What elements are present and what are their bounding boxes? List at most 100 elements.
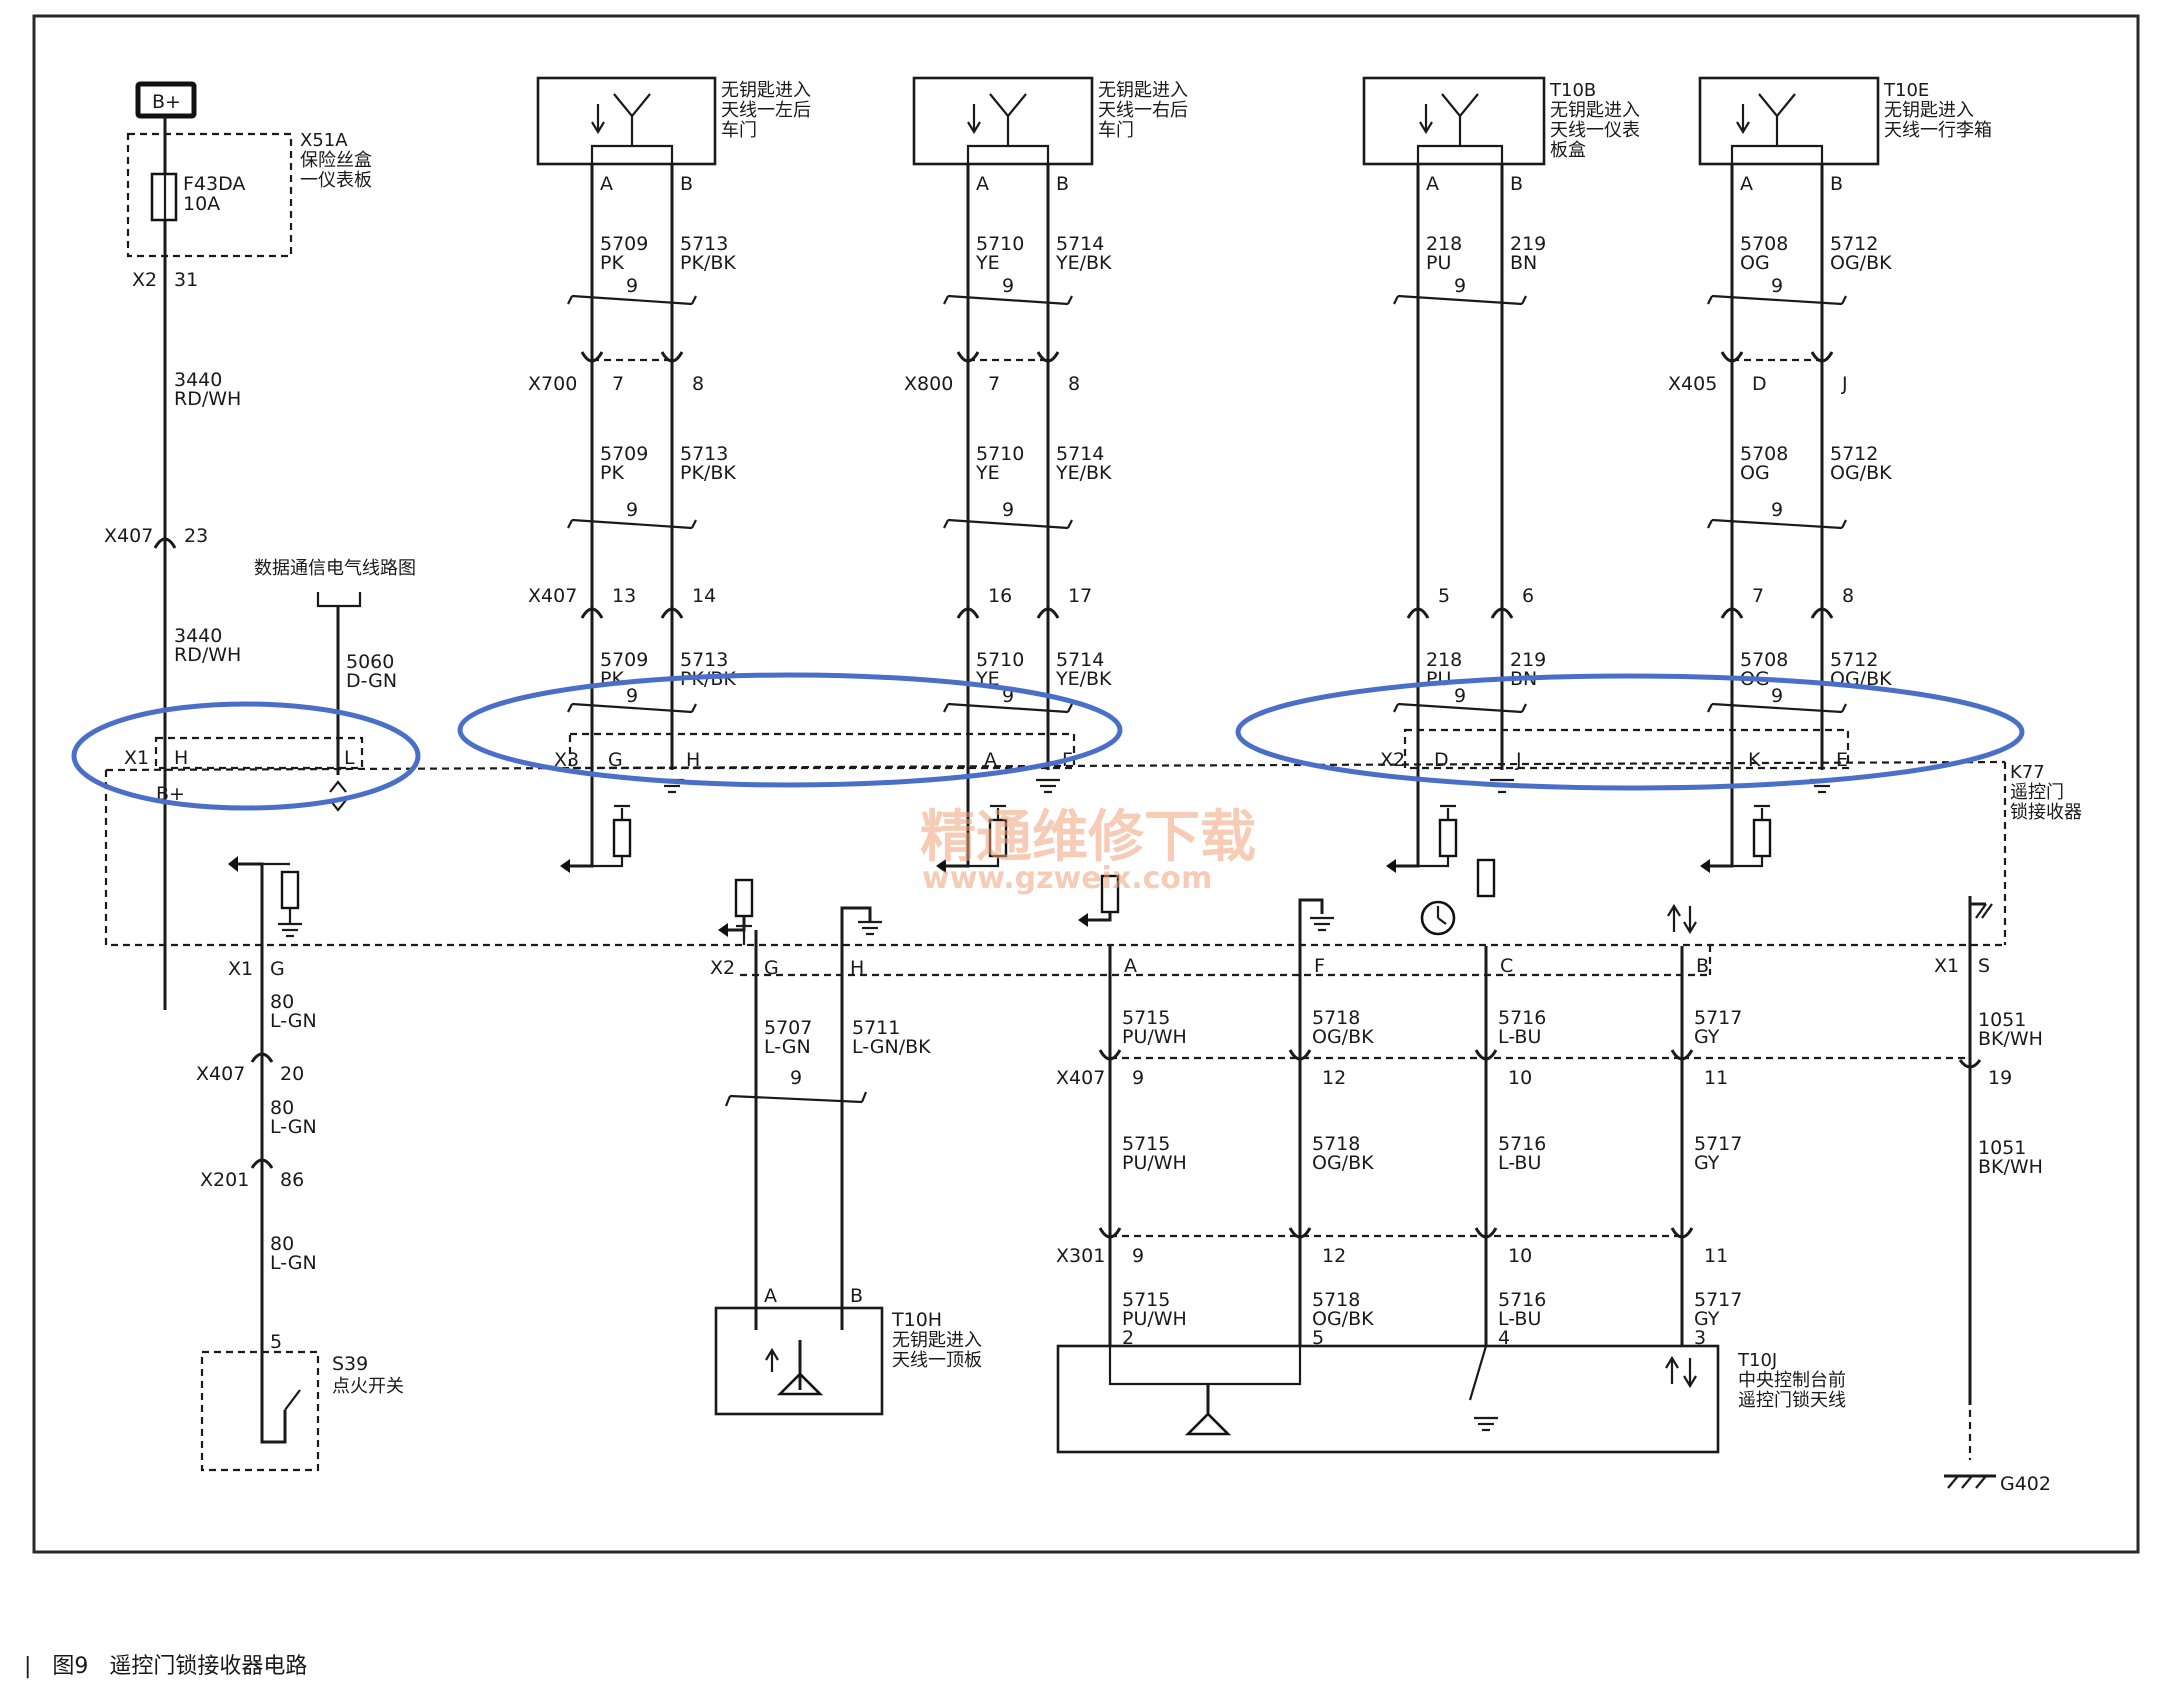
ign-w2-color: L-GN [270,1116,317,1138]
roof-name-3: 天线一顶板 [892,1350,982,1371]
wire-num: 5708 [1740,649,1788,671]
resistor [612,818,632,858]
connector-pin: 5 [1312,1327,1324,1349]
connector-mark [580,607,604,619]
connector-pin: 9 [1132,1067,1144,1089]
antenna-box [1698,76,1880,166]
power-x1-l: L [344,747,355,769]
antenna-name: 车门 [721,120,757,141]
twist-count: 9 [1771,685,1783,707]
twisted-pair-mark [947,518,1069,530]
antenna-name: 无钥匙进入 [1098,80,1188,101]
connector-mark [1036,607,1060,619]
wire-color: YE [975,462,1000,484]
connector-name: X405 [1668,373,1717,395]
connector-pin: J [1515,749,1522,771]
resistor [988,818,1008,858]
fuse-label: F43DA [183,173,245,195]
antenna-icon [613,93,651,146]
front-name: 中央控制台前 [1738,1370,1846,1391]
receiver-label-3: 锁接收器 [2010,802,2082,823]
clock-icon [1420,900,1456,936]
twisted-pair-mark [571,518,693,530]
ign-x1-pin: G [270,958,285,980]
connector-mark [1670,1227,1694,1239]
wire-color: YE/BK [1055,462,1112,484]
wire-num: 218 [1426,233,1462,255]
front-antenna-box [1056,1344,1720,1454]
watermark-url: www.gzweix.com [922,861,1212,896]
connector-pin: 8 [1068,373,1080,395]
power-x2: X2 [132,269,157,291]
front-pin: B [1696,955,1709,977]
twist-count: 9 [1002,275,1014,297]
wire-color: OG/BK [1312,1308,1374,1330]
wire-color: L-BU [1498,1152,1541,1174]
connector-pin: A [984,749,997,771]
twisted-pair-end [943,295,1073,305]
connector-pin: G [608,749,623,771]
wire-num: 5710 [976,233,1024,255]
wire-num: 5718 [1312,1289,1360,1311]
roof-wa-num: 5707 [764,1017,812,1039]
power-circuit: B+ X51A 保险丝盒 一仪表板 F43DA 10A X2 31 3440 R… [104,81,416,1010]
arrow-icon [1078,913,1088,927]
antenna-name: 无钥匙进入 [1550,100,1640,121]
wire-num: 5716 [1498,1133,1546,1155]
antenna-box [1362,76,1546,166]
ign-switch-pin: 5 [270,1331,282,1353]
receiver-outline [104,770,2002,947]
front-antenna-circuit: A5715PU/WH95715PU/WH95715PU/WH2F5718OG/B… [1056,858,1970,1454]
ign-w1-num: 80 [270,991,294,1013]
wire-num: 5718 [1312,1133,1360,1155]
wire-num: 5714 [1056,233,1104,255]
antenna-pin-b: B [1830,173,1843,195]
antenna-name: 天线一左后 [721,100,811,121]
connector-pin: 12 [1322,1245,1346,1267]
wire-num: 5717 [1694,1133,1742,1155]
antenna-pin-b: B [680,173,693,195]
wire-color: GY [1694,1026,1720,1048]
ign-w1-color: L-GN [270,1010,317,1032]
wire-color: GY [1694,1152,1720,1174]
diagram-frame [32,14,2140,1554]
antenna-coil [590,144,674,164]
wire-num: 5715 [1122,1007,1170,1029]
connector-mark [1720,607,1744,619]
battery-label: B+ [152,91,181,113]
wire-num: 5712 [1830,233,1878,255]
ign-switch-desc: 点火开关 [332,1376,404,1397]
power-x1: X1 [124,747,149,769]
antenna-coil [1416,144,1504,164]
wire-num: 218 [1426,649,1462,671]
twist-count: 9 [626,499,638,521]
ignition-circuit: X1 G 80 L-GN X407 20 80 L-GN X201 86 80 … [196,856,404,1472]
internal-wire [1084,912,1112,922]
wire-num: 5717 [1694,1289,1742,1311]
watermark-cn: 精通维修下载 [920,805,1256,870]
connector-mark [660,607,684,619]
wire-num: 5718 [1312,1007,1360,1029]
antenna-coil [1730,144,1824,164]
twisted-pair-end [1707,703,1847,713]
twist-count: 9 [1002,499,1014,521]
ign-switch-name: S39 [332,1353,368,1375]
fusebox-label-1: X51A [300,130,348,151]
roof-wb-num: 5711 [852,1017,900,1039]
connector-pin: 11 [1704,1245,1728,1267]
antenna-name: 天线一仪表 [1550,120,1640,141]
antenna-pin-a: A [1426,173,1439,195]
connector-pin: 16 [988,585,1012,607]
arrow-icon [1736,104,1750,135]
wire-color: PK [600,462,624,484]
twist-count: 9 [1454,685,1466,707]
connector-pin: H [686,749,700,771]
ign-x407-pin: 20 [280,1063,304,1085]
twisted-pair-end [567,703,697,713]
twisted-pair-mark [571,702,693,714]
data-comm-title: 数据通信电气线路图 [254,558,416,579]
ground-name: G402 [2000,1473,2051,1495]
connector-pin: 2 [1122,1327,1134,1349]
connector-name: X700 [528,373,577,395]
